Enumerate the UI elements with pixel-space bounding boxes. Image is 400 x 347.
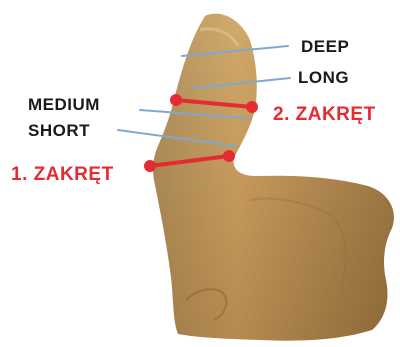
- anatomy-shading: [153, 14, 394, 341]
- label-short: SHORT: [28, 122, 90, 139]
- turn-1-end-point: [223, 150, 235, 162]
- turn-2-start-point: [170, 94, 182, 106]
- label-medium: MEDIUM: [28, 96, 100, 113]
- turn-1-start-point: [144, 160, 156, 172]
- label-turn-2: 2. ZAKRĘT: [273, 105, 376, 124]
- label-turn-1: 1. ZAKRĘT: [11, 165, 114, 184]
- label-long: LONG: [298, 69, 349, 86]
- label-deep: DEEP: [301, 38, 349, 55]
- turn-2-end-point: [246, 101, 258, 113]
